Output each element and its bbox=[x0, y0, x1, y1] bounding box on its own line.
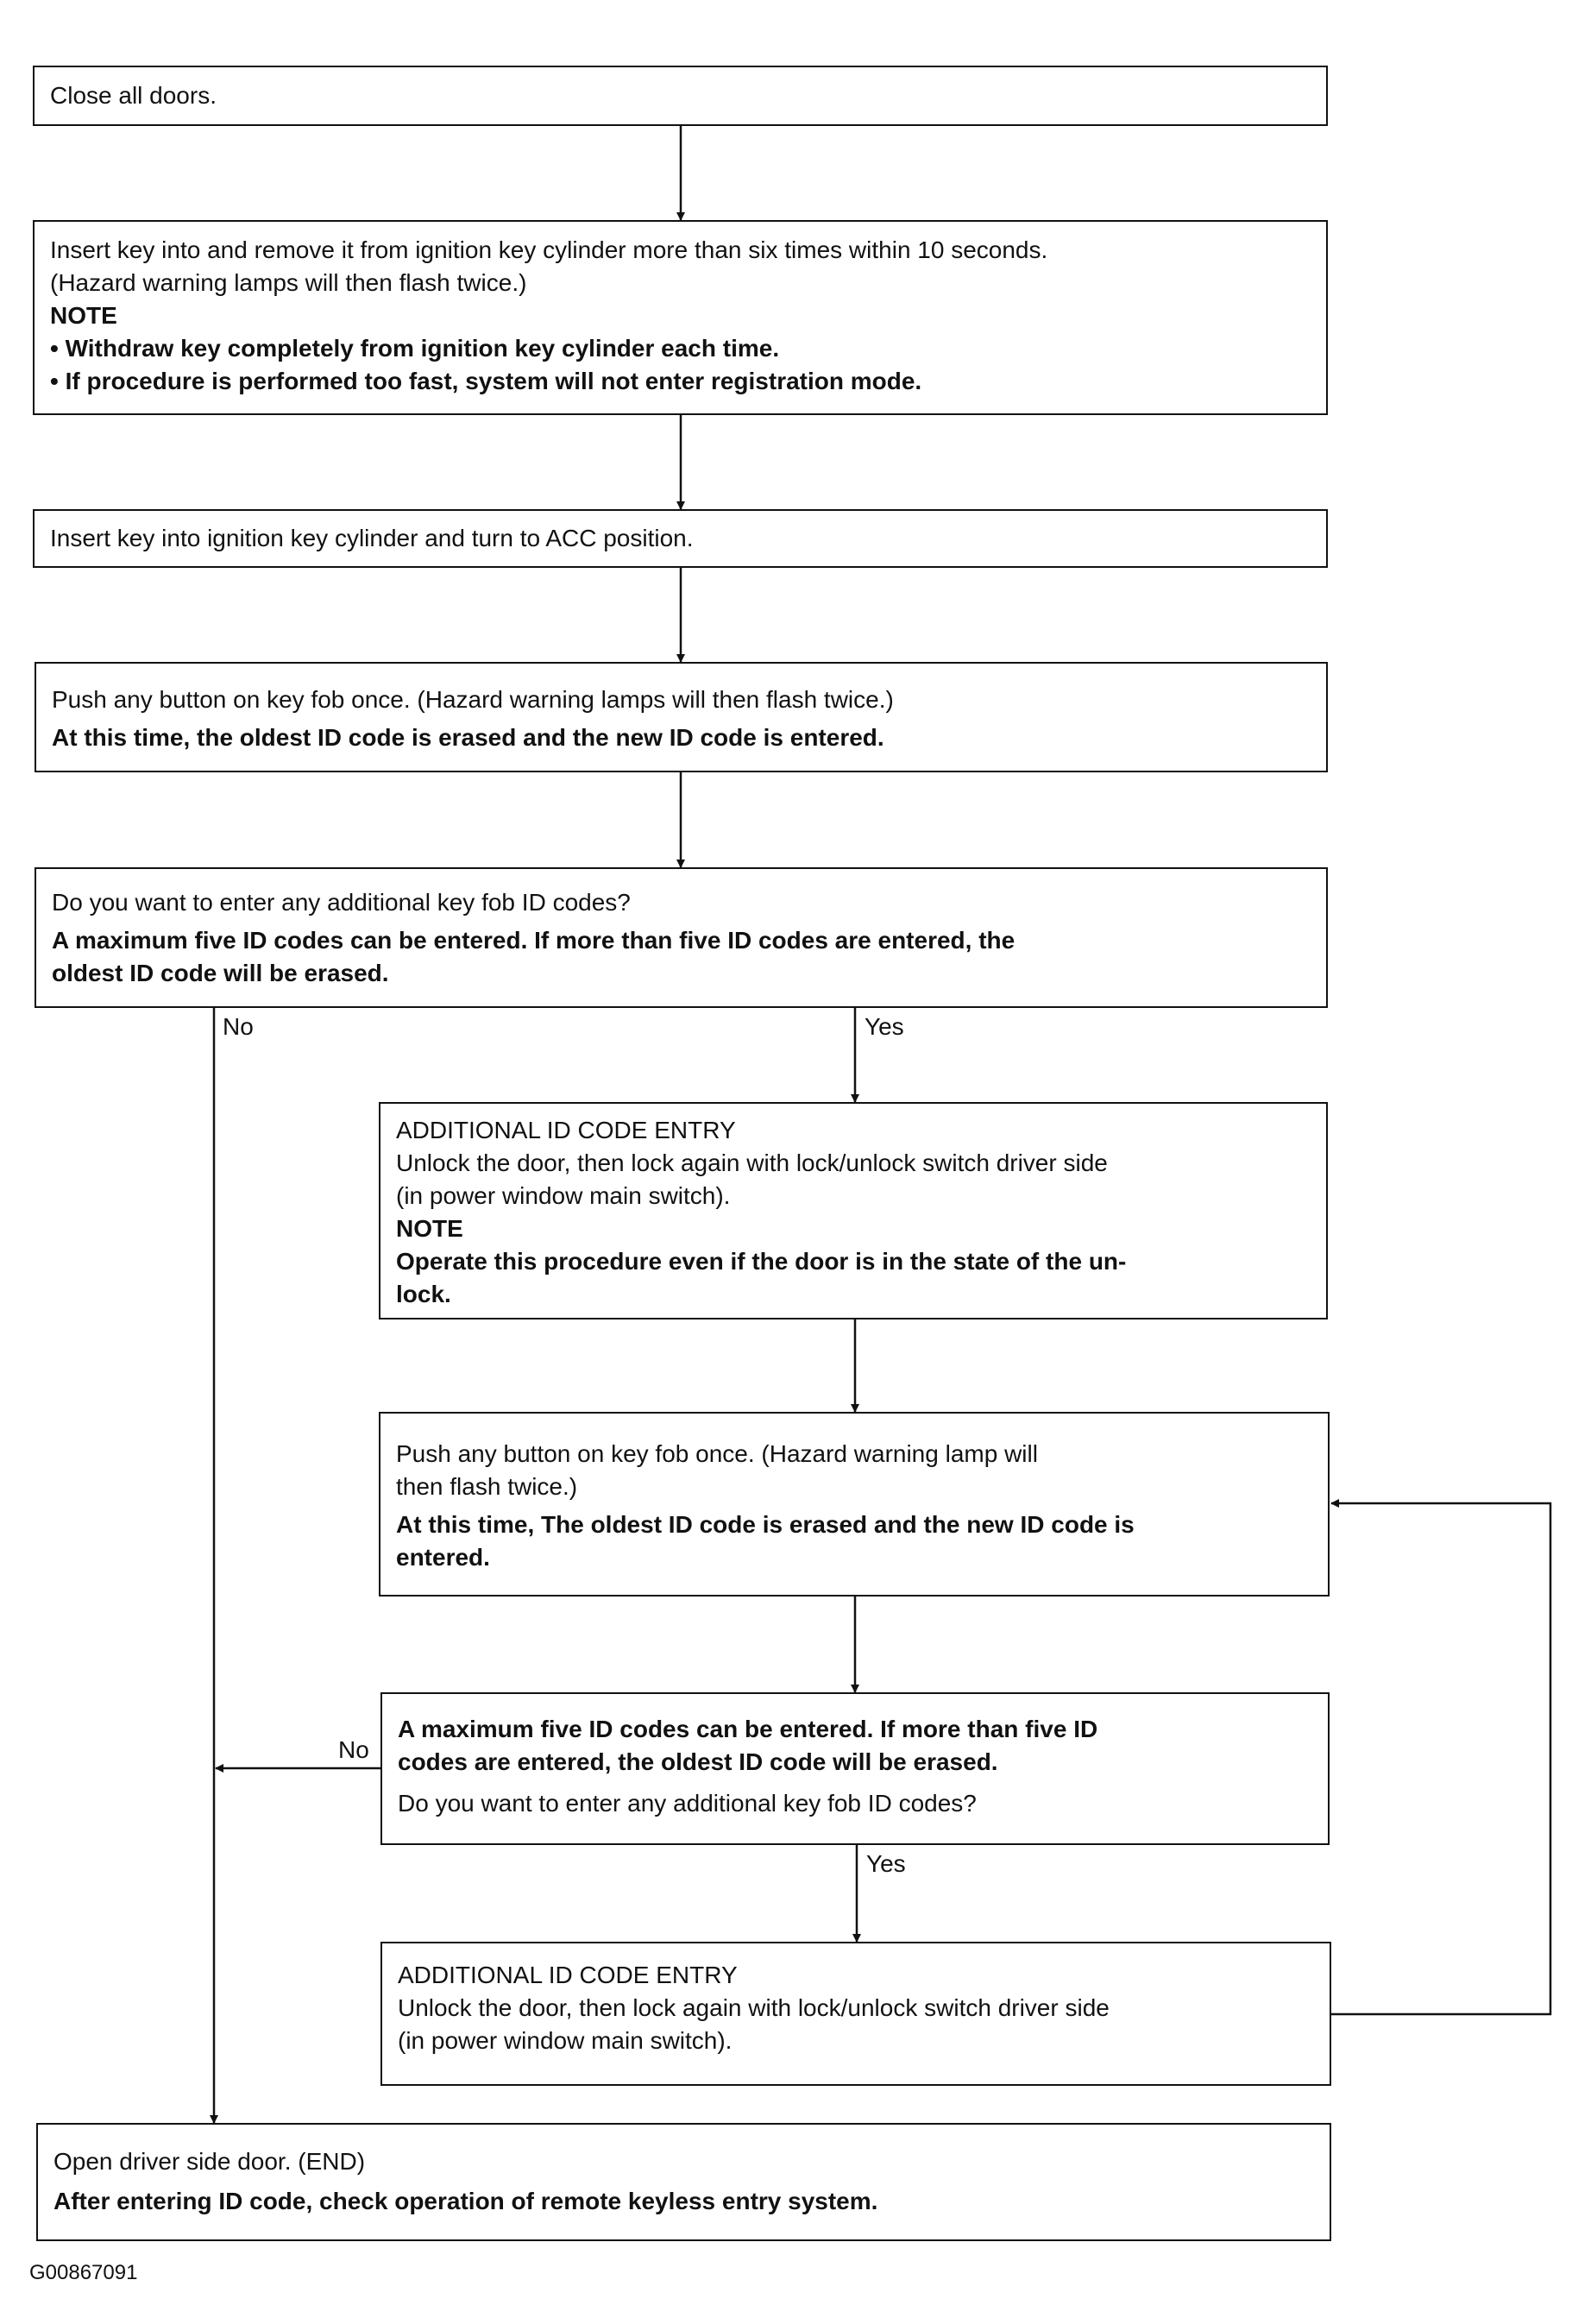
decision-additional-codes-2: A maximum five ID codes can be entered. … bbox=[380, 1692, 1330, 1845]
step-text: Push any button on key fob once. (Hazard… bbox=[52, 686, 894, 713]
step-bold-text: oldest ID code will be erased. bbox=[52, 960, 389, 986]
step-close-doors: Close all doors. bbox=[33, 66, 1328, 126]
step-text: Insert key into ignition key cylinder an… bbox=[50, 525, 694, 551]
step-bold-text: A maximum five ID codes can be entered. … bbox=[52, 927, 1016, 954]
step-text: Insert key into and remove it from ignit… bbox=[50, 236, 1048, 263]
step-push-button-second: Push any button on key fob once. (Hazard… bbox=[379, 1412, 1330, 1597]
step-text: Push any button on key fob once. (Hazard… bbox=[396, 1440, 1038, 1467]
step-bold-text: A maximum five ID codes can be entered. … bbox=[398, 1716, 1098, 1742]
step-text: (Hazard warning lamps will then flash tw… bbox=[50, 269, 527, 296]
step-bold-text: At this time, the oldest ID code is eras… bbox=[52, 724, 884, 751]
note-label: NOTE bbox=[396, 1215, 463, 1242]
note-text: lock. bbox=[396, 1281, 451, 1307]
step-title: ADDITIONAL ID CODE ENTRY bbox=[396, 1117, 736, 1143]
note-text: Operate this procedure even if the door … bbox=[396, 1248, 1127, 1275]
step-text: (in power window main switch). bbox=[398, 2027, 733, 2054]
decision-additional-codes-1: Do you want to enter any additional key … bbox=[35, 867, 1328, 1008]
label-yes-1: Yes bbox=[865, 1013, 904, 1040]
question-text: Do you want to enter any additional key … bbox=[398, 1790, 977, 1817]
step-push-button-first: Push any button on key fob once. (Hazard… bbox=[35, 662, 1328, 772]
label-no-1: No bbox=[223, 1013, 254, 1040]
note-text: • If procedure is performed too fast, sy… bbox=[50, 368, 922, 394]
step-end: Open driver side door. (END) After enter… bbox=[36, 2123, 1331, 2241]
step-title: ADDITIONAL ID CODE ENTRY bbox=[398, 1962, 738, 1988]
question-text: Do you want to enter any additional key … bbox=[52, 889, 631, 916]
step-text: Close all doors. bbox=[50, 82, 217, 109]
step-insert-remove-key: Insert key into and remove it from ignit… bbox=[33, 220, 1328, 415]
note-label: NOTE bbox=[50, 302, 117, 329]
step-text: Unlock the door, then lock again with lo… bbox=[398, 1994, 1110, 2021]
step-text: Open driver side door. (END) bbox=[53, 2148, 366, 2175]
step-bold-text: entered. bbox=[396, 1544, 490, 1571]
step-additional-entry-1: ADDITIONAL ID CODE ENTRY Unlock the door… bbox=[379, 1102, 1328, 1319]
step-bold-text: At this time, The oldest ID code is eras… bbox=[396, 1511, 1135, 1538]
step-text: (in power window main switch). bbox=[396, 1182, 731, 1209]
step-additional-entry-2: ADDITIONAL ID CODE ENTRY Unlock the door… bbox=[380, 1942, 1331, 2086]
loop-back-arrow bbox=[1330, 1499, 1552, 2016]
step-text: Unlock the door, then lock again with lo… bbox=[396, 1149, 1108, 1176]
step-text: then flash twice.) bbox=[396, 1473, 578, 1500]
note-text: • Withdraw key completely from ignition … bbox=[50, 335, 780, 362]
label-yes-2: Yes bbox=[866, 1850, 906, 1877]
step-acc-position: Insert key into ignition key cylinder an… bbox=[33, 509, 1328, 568]
step-bold-text: codes are entered, the oldest ID code wi… bbox=[398, 1748, 998, 1775]
figure-id: G00867091 bbox=[29, 2261, 138, 2284]
label-no-2: No bbox=[338, 1736, 369, 1763]
step-bold-text: After entering ID code, check operation … bbox=[53, 2188, 878, 2214]
